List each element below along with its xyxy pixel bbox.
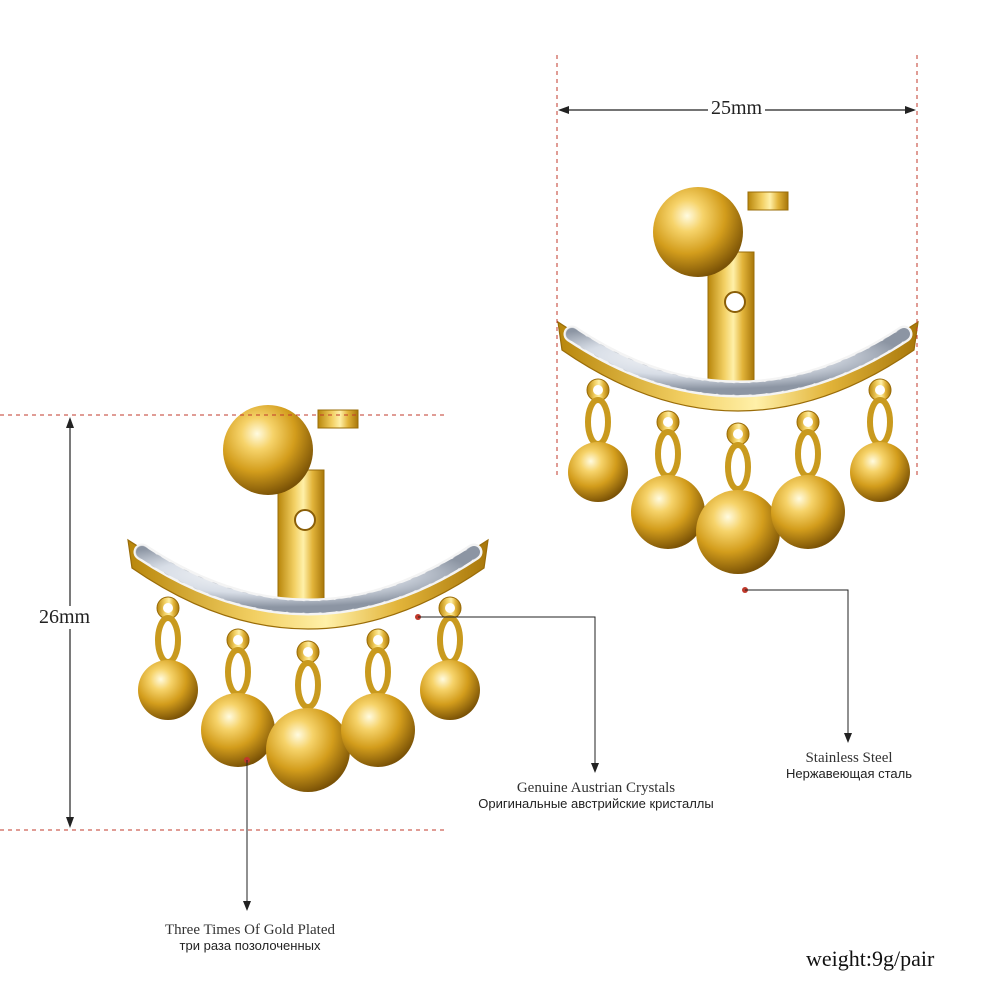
crystals-label-en: Genuine Austrian Crystals xyxy=(516,780,676,796)
plating-label-en: Three Times Of Gold Plated xyxy=(165,922,335,938)
width-label: 25mm xyxy=(708,97,766,120)
plating-label-ru: три раза позолоченных xyxy=(179,938,321,954)
crystals-label: Genuine Austrian Crystals Оригинальные а… xyxy=(462,780,730,812)
plating-callout xyxy=(243,757,251,911)
steel-callout xyxy=(742,587,852,743)
earring-left xyxy=(128,405,488,792)
steel-label-ru: Нержавеющая сталь xyxy=(786,766,912,782)
weight-label: weight:9g/pair xyxy=(806,946,935,971)
crystals-label-ru: Оригинальные австрийские кристаллы xyxy=(478,796,714,812)
steel-label-en: Stainless Steel xyxy=(805,750,893,766)
plating-label: Three Times Of Gold Plated три раза позо… xyxy=(140,922,360,954)
crystals-callout xyxy=(415,614,599,773)
steel-label: Stainless Steel Нержавеющая сталь xyxy=(770,750,928,782)
height-label: 26mm xyxy=(36,606,94,629)
earring-right xyxy=(558,187,918,574)
